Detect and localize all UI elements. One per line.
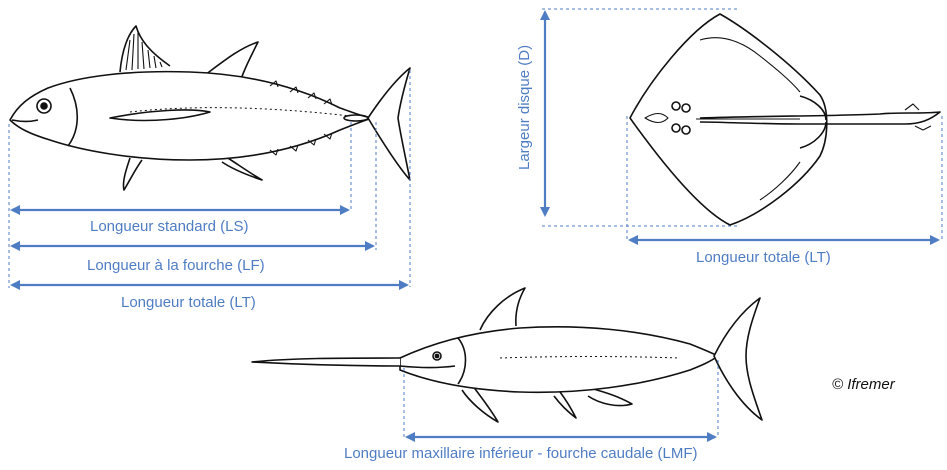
ray-illustration bbox=[630, 14, 940, 225]
ray-lt-label: Longueur totale (LT) bbox=[696, 249, 831, 266]
ray-d-label: Largeur disque (D) bbox=[516, 45, 533, 170]
swordfish-illustration bbox=[252, 288, 762, 422]
credit-text: © Ifremer bbox=[832, 376, 895, 393]
tuna-illustration bbox=[10, 26, 410, 190]
tuna-lt-label: Longueur totale (LT) bbox=[121, 294, 256, 311]
swordfish-lmf-label: Longueur maxillaire inférieur - fourche … bbox=[344, 445, 698, 462]
tuna-lf-label: Longueur à la fourche (LF) bbox=[87, 257, 265, 274]
tuna-ls-label: Longueur standard (LS) bbox=[90, 218, 248, 235]
